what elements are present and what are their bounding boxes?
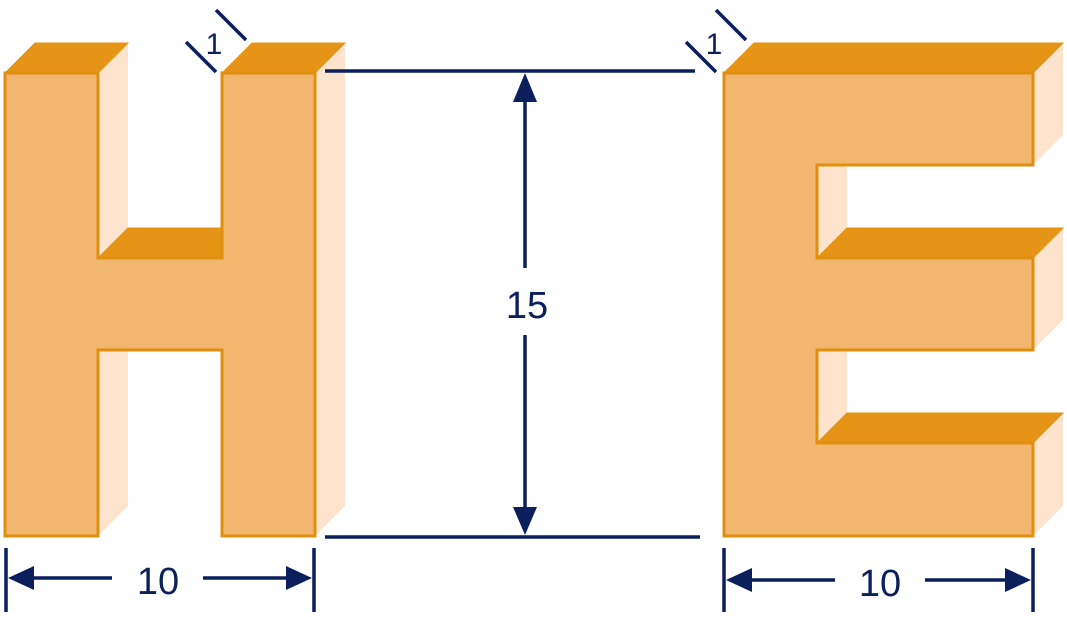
letter-h	[3, 42, 347, 538]
e-side-middle-arm	[1033, 228, 1063, 350]
e-side-bottom-arm	[1033, 413, 1063, 536]
e-width-arrow-right	[1005, 568, 1031, 592]
dimension-lines	[4, 8, 1035, 612]
e-width-arrow-left	[726, 568, 752, 592]
letter-e	[722, 42, 1065, 538]
e-front-face	[722, 71, 1035, 538]
e-depth-tick-b	[714, 8, 748, 42]
h-depth-label: 1	[206, 28, 223, 61]
h-width-label: 10	[137, 561, 179, 603]
height-arrow-up	[513, 73, 537, 102]
e-side-inner-lower	[817, 350, 847, 443]
h-side-right-stem	[315, 43, 345, 536]
h-width-arrow-right	[286, 566, 312, 590]
e-depth-tick-a	[684, 40, 718, 74]
h-front-face	[3, 71, 317, 538]
e-top-bottom	[815, 412, 1065, 444]
e-top-middle	[815, 227, 1065, 259]
e-depth-label: 1	[706, 28, 723, 61]
e-side-top-arm	[1033, 43, 1063, 165]
h-width-arrow-left	[8, 566, 34, 590]
e-top-main	[722, 42, 1065, 74]
e-width-label: 10	[859, 563, 901, 605]
height-label: 15	[506, 285, 548, 327]
h-depth-tick-b	[214, 8, 248, 42]
height-arrow-down	[513, 507, 537, 535]
h-depth-tick-a	[184, 40, 218, 74]
h-side-left-lower	[98, 350, 128, 536]
e-side-inner-upper	[817, 165, 847, 258]
h-side-left-stem	[98, 43, 128, 258]
